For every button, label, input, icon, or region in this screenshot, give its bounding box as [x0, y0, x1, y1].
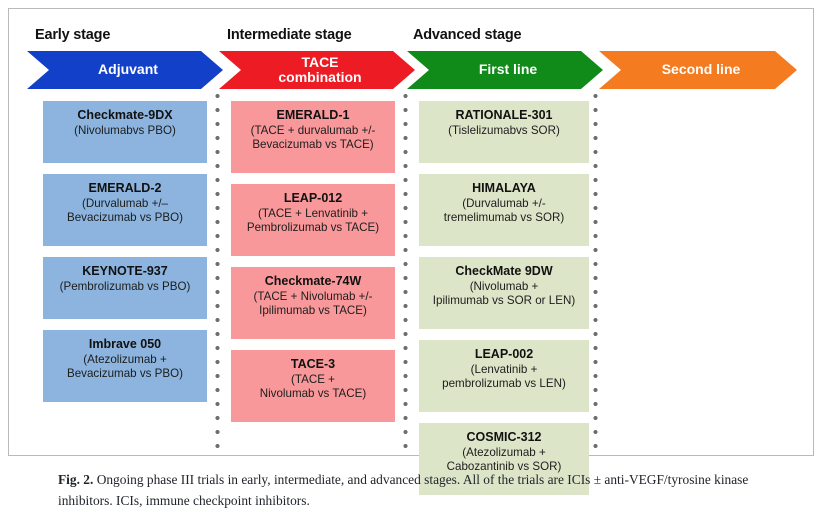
trial-card[interactable]: KEYNOTE-937 (Pembrolizumab vs PBO)	[43, 257, 207, 319]
trial-card[interactable]: COSMIC-312 (Atezolizumab +Cabozantinib v…	[419, 423, 589, 495]
stage-heading-advanced: Advanced stage	[413, 27, 522, 43]
trial-detail: (TACE + durvalumab +/-Bevacizumab vs TAC…	[250, 124, 376, 152]
trial-card[interactable]: CheckMate 9DW (Nivolumab +Ipilimumab vs …	[419, 257, 589, 329]
trial-detail: (Tislelizumabvs SOR)	[448, 124, 560, 138]
stage-heading-early: Early stage	[35, 27, 111, 43]
arrow-adjuvant[interactable]: Adjuvant	[27, 51, 223, 89]
diagram-panel: Early stage Intermediate stage Advanced …	[8, 8, 814, 495]
trial-card[interactable]: EMERALD-2 (Durvalumab +/–Bevacizumab vs …	[43, 174, 207, 246]
trial-name: Checkmate-74W	[264, 274, 362, 288]
separator-early-intermediate	[215, 89, 220, 451]
trial-card[interactable]: EMERALD-1 (TACE + durvalumab +/-Bevacizu…	[231, 101, 395, 173]
trial-card[interactable]: LEAP-012 (TACE + Lenvatinib +Pembrolizum…	[231, 184, 395, 256]
trial-name: CheckMate 9DW	[455, 264, 553, 278]
trial-detail: (TACE + Nivolumab +/-Ipilimumab vs TACE)	[253, 290, 373, 318]
arrow-first-line-label: First line	[478, 61, 538, 78]
trial-detail: (Pembrolizumab vs PBO)	[59, 280, 191, 294]
trial-card[interactable]: TACE-3 (TACE +Nivolumab vs TACE)	[231, 350, 395, 422]
arrow-tace-label-line1: TACE	[301, 53, 339, 70]
trial-name: EMERALD-1	[276, 108, 350, 122]
separator-advanced-secondline	[593, 89, 598, 451]
trial-detail: (TACE + Lenvatinib +Pembrolizumab vs TAC…	[246, 207, 380, 235]
trial-name: COSMIC-312	[466, 430, 542, 444]
separator-intermediate-advanced	[403, 89, 408, 451]
arrow-tace-combination[interactable]: TACE combination	[219, 51, 415, 89]
trial-name: RATIONALE-301	[455, 108, 553, 122]
trial-card[interactable]: LEAP-002 (Lenvatinib +pembrolizumab vs L…	[419, 340, 589, 412]
figure-number: Fig. 2.	[58, 472, 94, 487]
column-advanced-stage: RATIONALE-301 (Tislelizumabvs SOR) HIMAL…	[419, 101, 589, 506]
trial-card[interactable]: Checkmate-74W (TACE + Nivolumab +/-Ipili…	[231, 267, 395, 339]
trial-name: HIMALAYA	[472, 181, 536, 195]
trial-card[interactable]: Imbrave 050 (Atezolizumab +Bevacizumab v…	[43, 330, 207, 402]
trial-detail: (Lenvatinib +pembrolizumab vs LEN)	[442, 363, 566, 391]
arrow-adjuvant-label: Adjuvant	[98, 61, 158, 78]
arrow-second-line-label: Second line	[661, 61, 741, 78]
trial-detail: (TACE +Nivolumab vs TACE)	[259, 373, 367, 401]
trial-name: Checkmate-9DX	[77, 108, 173, 122]
trial-detail: (Nivolumabvs PBO)	[74, 124, 176, 138]
trial-name: KEYNOTE-937	[82, 264, 168, 278]
trial-detail: (Durvalumab +/–Bevacizumab vs PBO)	[67, 197, 183, 225]
figure-caption: Fig. 2. Ongoing phase III trials in earl…	[58, 470, 770, 512]
arrow-first-line[interactable]: First line	[407, 51, 603, 89]
arrow-tace-label-line2: combination	[278, 69, 362, 85]
trial-name: EMERALD-2	[88, 181, 162, 195]
arrow-second-line[interactable]: Second line	[599, 51, 797, 89]
trial-name: Imbrave 050	[88, 337, 162, 351]
trial-name: LEAP-012	[283, 191, 343, 205]
stage-heading-intermediate: Intermediate stage	[227, 27, 352, 43]
trial-name: LEAP-002	[474, 347, 534, 361]
column-intermediate-stage: EMERALD-1 (TACE + durvalumab +/-Bevacizu…	[231, 101, 395, 433]
trial-detail: (Atezolizumab +Cabozantinib vs SOR)	[446, 446, 562, 474]
trial-detail: (Atezolizumab +Bevacizumab vs PBO)	[67, 353, 183, 381]
trial-card[interactable]: Checkmate-9DX (Nivolumabvs PBO)	[43, 101, 207, 163]
trial-detail: (Nivolumab +Ipilimumab vs SOR or LEN)	[432, 280, 576, 308]
trial-detail: (Durvalumab +/-tremelimumab vs SOR)	[443, 197, 565, 225]
trial-card[interactable]: HIMALAYA (Durvalumab +/-tremelimumab vs …	[419, 174, 589, 246]
column-early-stage: Checkmate-9DX (Nivolumabvs PBO) EMERALD-…	[43, 101, 207, 413]
trial-name: TACE-3	[290, 357, 336, 371]
trial-card[interactable]: RATIONALE-301 (Tislelizumabvs SOR)	[419, 101, 589, 163]
figure-caption-text: Ongoing phase III trials in early, inter…	[58, 472, 749, 508]
